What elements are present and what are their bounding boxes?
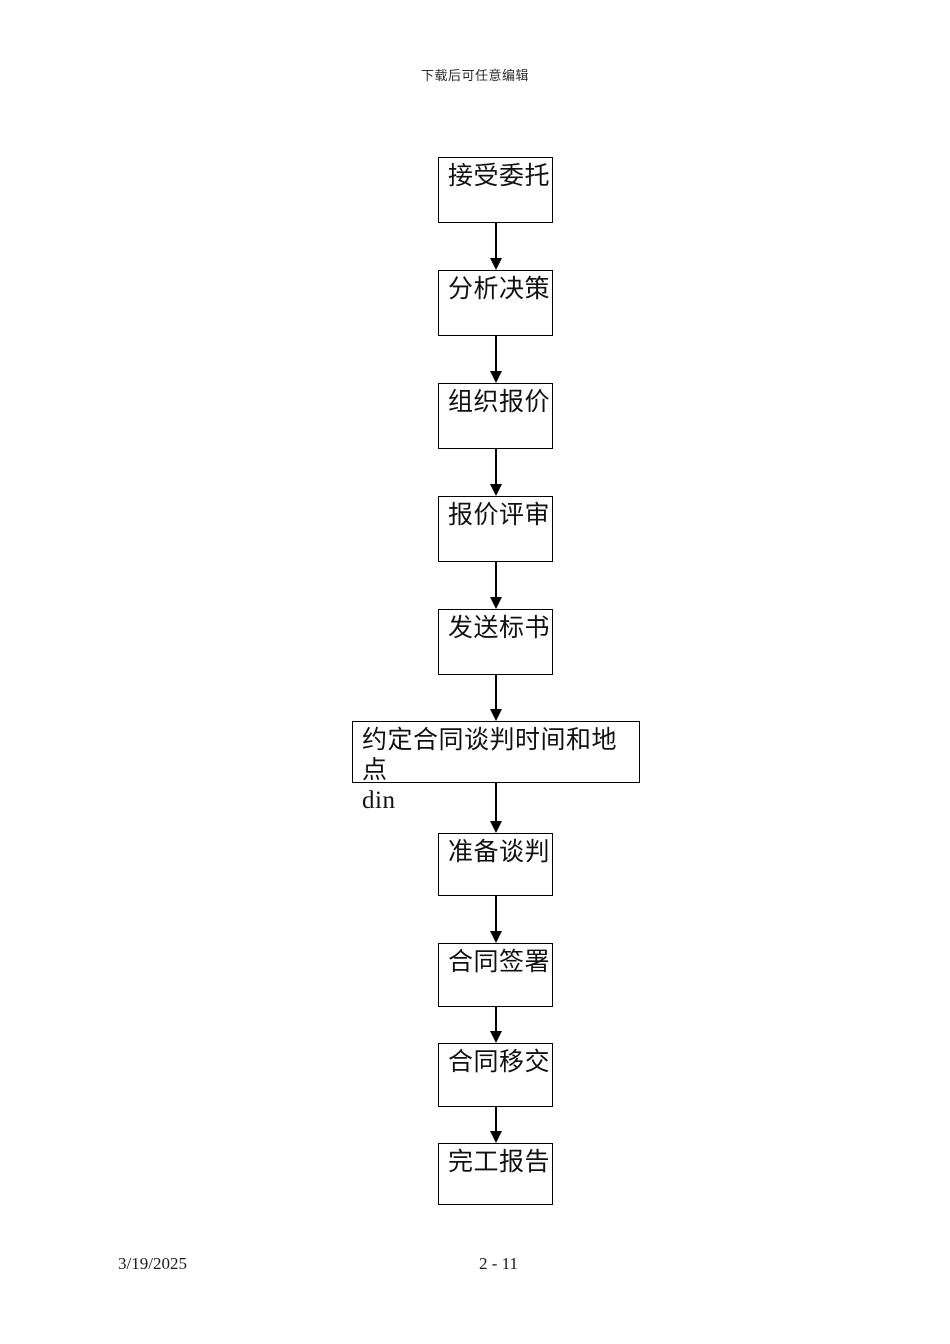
flow-node-label: 分析决策 <box>448 276 551 303</box>
footer-date: 3/19/2025 <box>118 1254 187 1273</box>
flow-node-contract-handover[interactable]: 合同移交 <box>438 1043 553 1107</box>
flow-node-label: 合同移交 <box>448 1049 551 1076</box>
flow-node-schedule-contract-negotiation[interactable]: 约定合同谈判时间和地点 din <box>352 721 640 814</box>
page-footer: 3/19/2025 2 - 11 <box>0 1252 950 1276</box>
flow-node-quotation-review[interactable]: 报价评审 <box>438 496 553 562</box>
page-header: 下载后可任意编辑 <box>420 68 529 83</box>
flow-node-label: 组织报价 <box>448 389 551 416</box>
flow-node-label: 接受委托 <box>448 163 551 190</box>
flow-node-organize-quotation[interactable]: 组织报价 <box>438 383 553 449</box>
flow-node-accept-commission[interactable]: 接受委托 <box>438 157 553 223</box>
flow-node-label: 完工报告 <box>448 1149 551 1176</box>
flow-node-contract-signing[interactable]: 合同签署 <box>438 943 553 1007</box>
flow-node-analysis-decision[interactable]: 分析决策 <box>438 270 553 336</box>
flow-node-label: 合同签署 <box>448 949 551 976</box>
flow-node-label: 准备谈判 <box>448 839 551 866</box>
flow-node-label: 约定合同谈判时间和地点 din <box>362 727 618 814</box>
flow-node-completion-report[interactable]: 完工报告 <box>438 1143 553 1205</box>
flow-node-send-bid-document[interactable]: 发送标书 <box>438 609 553 675</box>
flow-node-label: 发送标书 <box>448 615 551 642</box>
footer-page-number: 2 - 11 <box>478 1254 519 1273</box>
flow-node-prepare-negotiation[interactable]: 准备谈判 <box>438 833 553 896</box>
flow-node-label: 报价评审 <box>448 502 551 529</box>
